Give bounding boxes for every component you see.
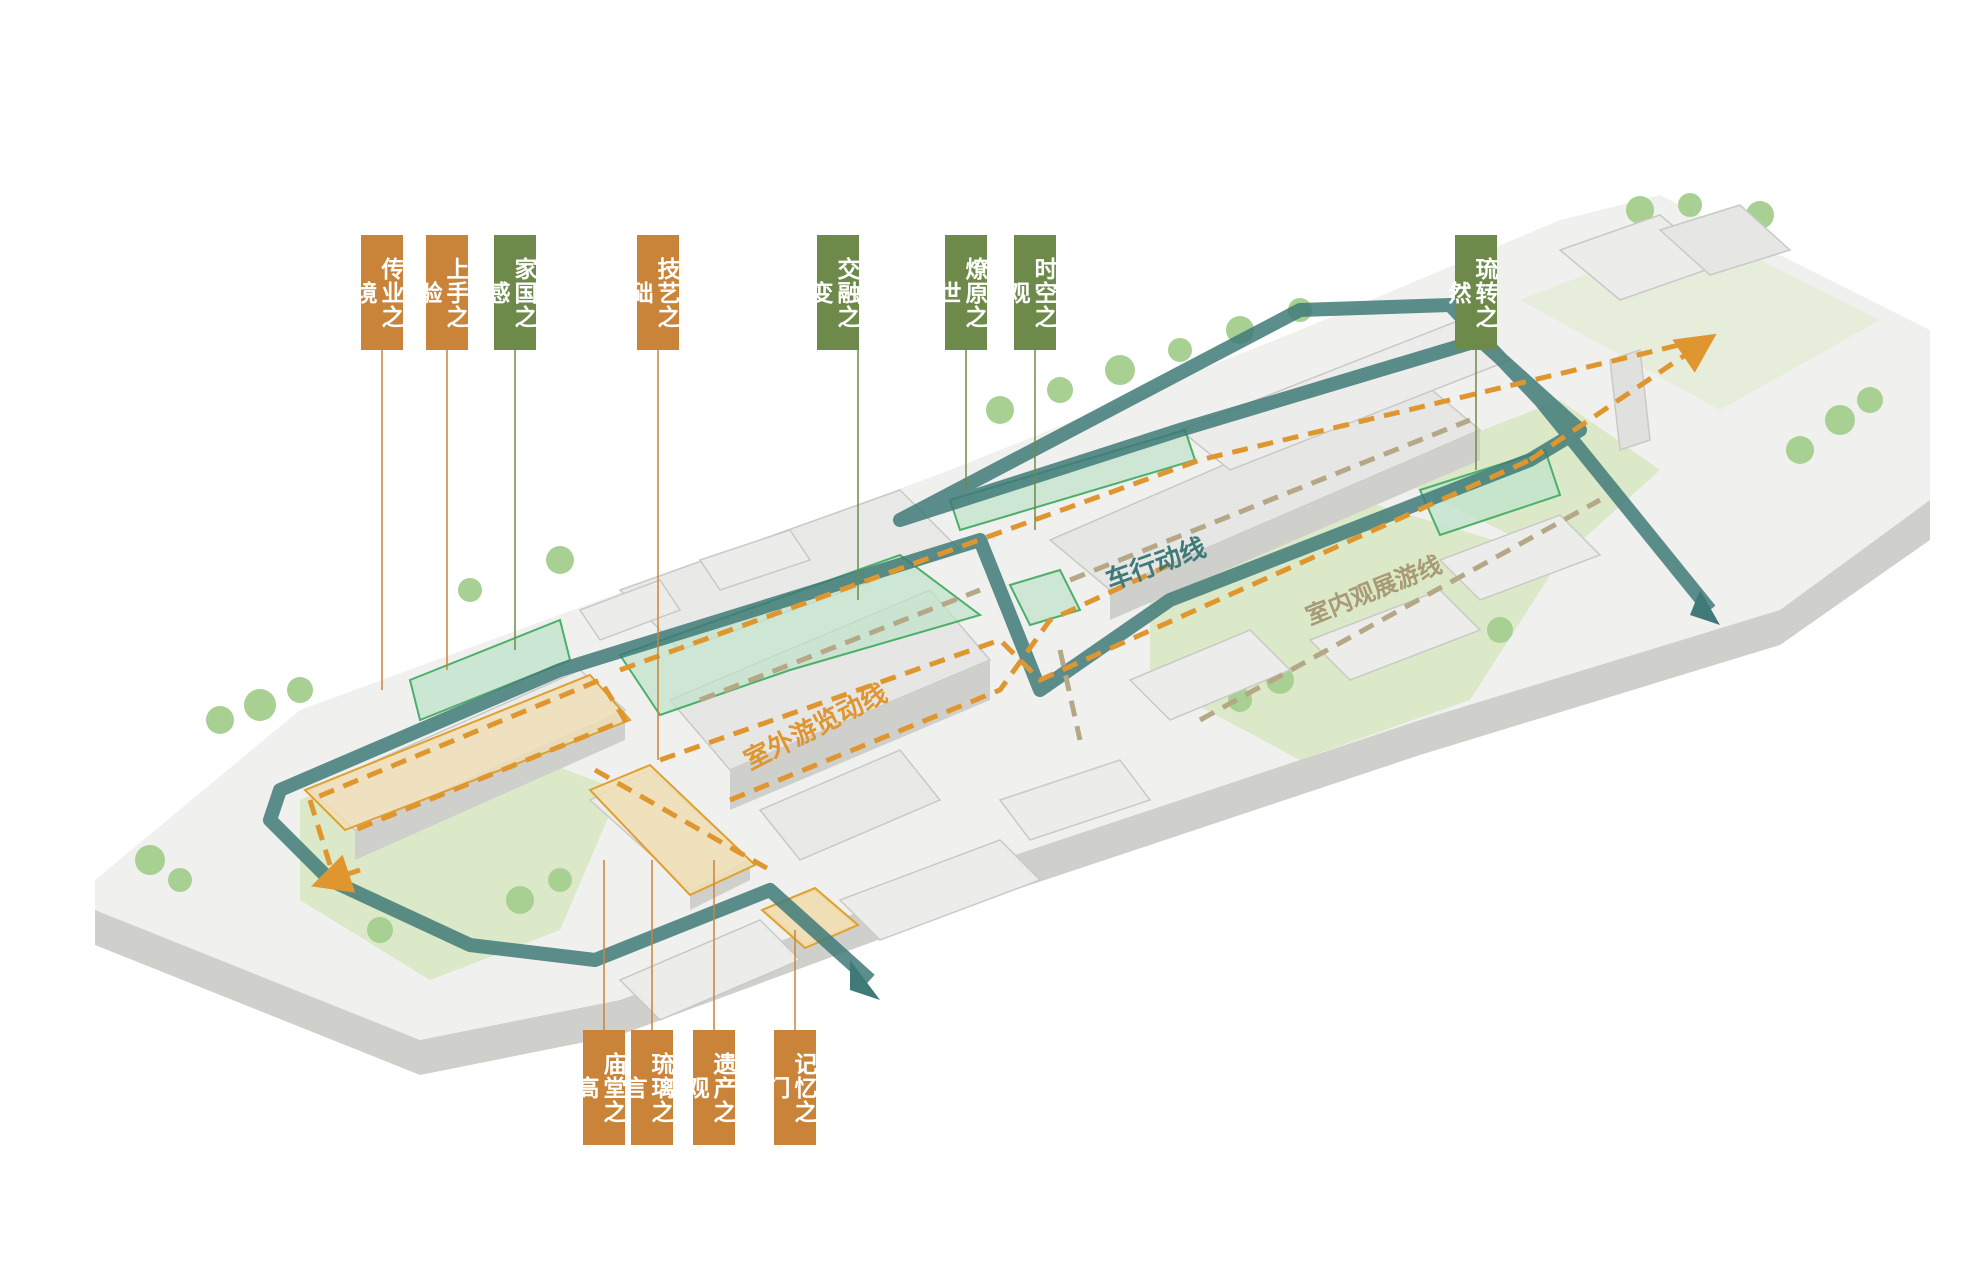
- label-jiaorong: 交融之变: [806, 235, 859, 350]
- label-miaotang: 庙堂之高: [572, 1030, 625, 1145]
- outdoor-route: [306, 333, 1717, 893]
- label-jiyi-zhichu: 技艺之础: [626, 235, 679, 350]
- label-yichan: 遗产之观: [682, 1030, 735, 1145]
- zone-shikong: [1008, 568, 1082, 627]
- leader-lines: [381, 350, 1477, 1030]
- label-chuanye: 传业之境: [350, 235, 403, 350]
- vehicle-route: [263, 298, 1720, 1000]
- indoor-route: [699, 417, 1602, 741]
- label-shangshou: 上手之验: [415, 235, 468, 350]
- label-liaoyuan: 燎原之世: [934, 235, 987, 350]
- zone-chuanye: [303, 673, 632, 832]
- label-liuzhuan: 琉转之然: [1444, 235, 1497, 350]
- label-liuli: 琉璃之言: [620, 1030, 673, 1145]
- trees: [135, 193, 1883, 943]
- label-jiyi-zhimen: 记忆之门: [763, 1030, 816, 1145]
- label-jiaguo: 家国之感: [483, 235, 536, 350]
- label-shikong: 时空之观: [1003, 235, 1056, 350]
- zone-jiaorong: [618, 553, 983, 717]
